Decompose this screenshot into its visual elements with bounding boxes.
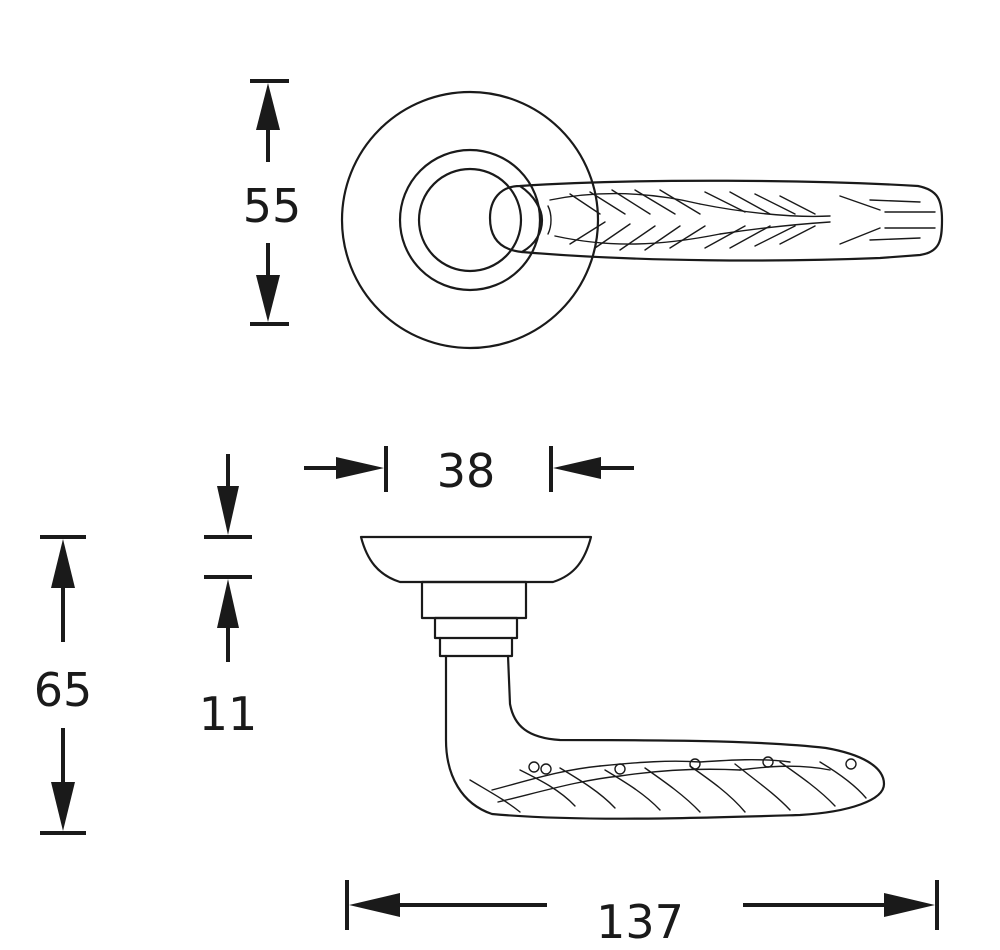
dimension-11: 11: [199, 454, 258, 741]
dimension-137: 137: [345, 880, 939, 949]
dimension-55: 55: [243, 79, 302, 326]
dimension-55-label: 55: [243, 179, 302, 233]
rose-top-view: [340, 90, 600, 350]
side-view: 38 11 65: [34, 444, 939, 949]
top-view: 55: [243, 79, 944, 350]
rose-side-view: [359, 535, 593, 658]
lever-top-view: [488, 179, 944, 262]
dimension-65: 65: [34, 535, 93, 835]
dimension-65-label: 65: [34, 663, 93, 717]
dimension-137-label: 137: [596, 895, 684, 949]
dimension-38: 38: [304, 444, 634, 498]
dimension-38-label: 38: [437, 444, 496, 498]
dimension-11-label: 11: [199, 687, 258, 741]
lever-side-view: [444, 654, 886, 820]
